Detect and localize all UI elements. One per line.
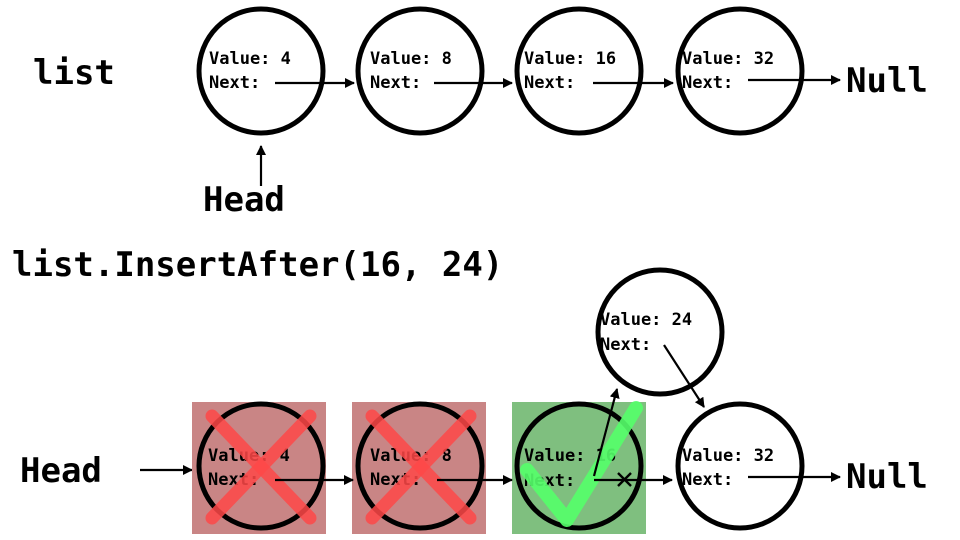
node-circle xyxy=(675,401,805,531)
null-label-bottom: Null xyxy=(846,457,928,497)
node-circle xyxy=(595,267,725,397)
value-label: Value: 4 xyxy=(209,49,291,69)
node-circle xyxy=(355,401,485,531)
head-label-bottom: Head xyxy=(20,451,102,491)
next-label: Next: xyxy=(682,73,733,93)
value-label: Value: 32 xyxy=(682,49,774,69)
bottom-node-1-rejected: Value: 4 Next: xyxy=(192,401,326,534)
head-label-top: Head xyxy=(203,180,285,220)
node-circle xyxy=(355,6,485,136)
bottom-node-5: Value: 32 Next: xyxy=(675,401,805,531)
next-arrow-24-to-32 xyxy=(663,344,705,408)
top-node-4: Value: 32 Next: xyxy=(675,6,805,136)
top-node-2: Value: 8 Next: xyxy=(355,6,485,136)
cross-mark-icon xyxy=(365,409,477,525)
node-circle xyxy=(196,6,326,136)
next-label: Next: xyxy=(600,335,651,355)
cross-mark-icon xyxy=(205,409,317,525)
insert-after-call-label: list.InsertAfter(16, 24) xyxy=(12,245,503,285)
value-label: Value: 24 xyxy=(600,310,692,330)
bottom-node-2-rejected: Value: 8 Next: xyxy=(352,401,486,534)
node-circle xyxy=(514,401,644,531)
bottom-node-4-inserted: Value: 24 Next: xyxy=(595,267,725,397)
next-label: Next: xyxy=(209,73,260,93)
value-label: Value: 16 xyxy=(524,49,616,69)
check-mark-icon xyxy=(520,401,643,527)
list-label: list xyxy=(33,53,115,93)
node-circle xyxy=(196,401,326,531)
null-label-top: Null xyxy=(846,61,928,101)
next-label: Next: xyxy=(524,73,575,93)
next-label: Next: xyxy=(370,73,421,93)
value-label: Value: 8 xyxy=(370,49,452,69)
top-node-1: Value: 4 Next: xyxy=(196,6,326,136)
removed-link-x-icon xyxy=(617,472,632,487)
value-label: Value: 32 xyxy=(682,446,774,466)
node-circle xyxy=(514,6,644,136)
bottom-node-3-accepted: Value: 16 Next: xyxy=(512,401,646,534)
node-circle xyxy=(675,6,805,136)
next-label: Next: xyxy=(682,470,733,490)
new-next-arrow-to-24 xyxy=(592,388,620,477)
top-node-3: Value: 16 Next: xyxy=(514,6,644,136)
